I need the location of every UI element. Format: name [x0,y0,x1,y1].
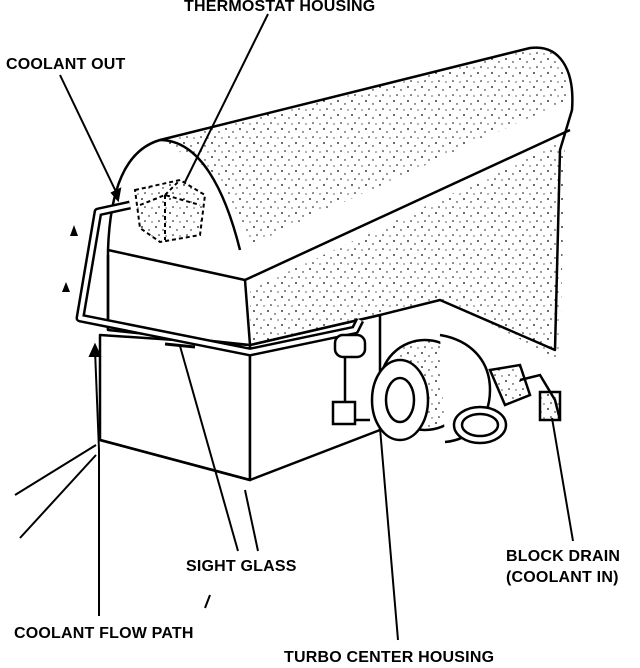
coolant-out-label: COOLANT OUT [6,56,126,73]
sight-glass-mark [164,342,196,349]
coolant-flow-path-label: COOLANT FLOW PATH [14,625,194,642]
thermostat-housing-shape [133,178,207,244]
block-drain-line2: (COOLANT IN) [506,569,619,586]
block-drain-label: BLOCK DRAIN (COOLANT IN) [506,546,620,588]
turbo-assembly [331,333,562,445]
leader-lines [14,13,574,641]
thermostat-housing-label: THERMOSTAT HOUSING [184,0,376,15]
engine-housing [106,46,574,360]
turbo-center-housing-label: TURBO CENTER HOUSING [284,649,495,666]
sight-glass-label: SIGHT GLASS [186,558,297,575]
flow-arrows [62,225,78,292]
coolant-pipe [75,200,365,357]
block-drain-line1: BLOCK DRAIN [506,548,621,565]
